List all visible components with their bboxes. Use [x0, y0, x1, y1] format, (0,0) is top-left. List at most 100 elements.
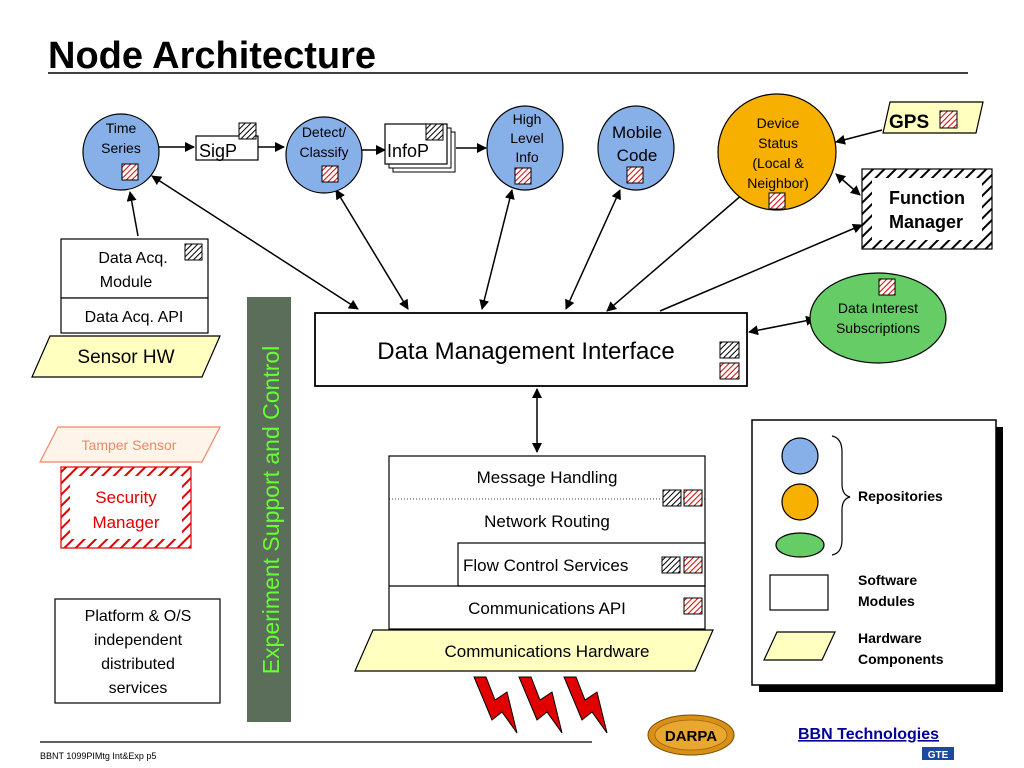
arrow-timeseries-dmi — [151, 175, 359, 310]
communications-hardware[interactable]: Communications Hardware — [354, 629, 714, 672]
arrow-mobile-dmi — [565, 189, 621, 310]
data-interest-label-1: Data Interest — [838, 300, 918, 316]
arrow-gps-device — [835, 129, 883, 145]
data-acq-api-module[interactable]: Data Acq. API — [60, 297, 209, 334]
data-interest-label-2: Subscriptions — [836, 320, 920, 336]
arrow-dataacq-timeseries — [126, 191, 139, 237]
detect-label-1: Detect/ — [302, 124, 346, 140]
gte-logo-text: GTE — [928, 750, 949, 761]
page-title: Node Architecture — [48, 35, 376, 77]
platform-services-box: Platform & O/S independent distributed s… — [54, 598, 221, 704]
legend-repositories-label: Repositories — [858, 488, 943, 504]
lightning-icon — [563, 676, 608, 734]
data-acq-module-label-1: Data Acq. — [98, 250, 167, 267]
message-handling-layer[interactable]: Message Handling — [477, 468, 703, 507]
experiment-support-bar: Experiment Support and Control — [247, 297, 291, 722]
legend-brace — [831, 435, 851, 556]
device-status-label-4: Neighbor) — [747, 175, 808, 191]
tamper-sensor-hardware[interactable]: Tamper Sensor — [39, 426, 221, 463]
mobile-code-repository[interactable]: Mobile Code — [597, 105, 675, 191]
hardware-hatch-icon — [662, 489, 682, 507]
infop-module[interactable]: InfoP — [384, 123, 456, 173]
platform-label-1: Platform & O/S — [85, 608, 192, 625]
legend-orange-repository-icon — [781, 483, 819, 521]
high-level-label-3: Info — [515, 149, 539, 165]
sensor-hw-hardware[interactable]: Sensor HW — [31, 335, 221, 378]
hardware-hatch-icon — [238, 122, 257, 140]
gps-label: GPS — [889, 112, 929, 133]
network-routing-label: Network Routing — [484, 512, 610, 531]
detect-classify-repository[interactable]: Detect/ Classify — [285, 116, 363, 194]
platform-label-3: distributed — [101, 656, 175, 673]
software-hatch-icon — [683, 556, 703, 574]
lightning-icon — [473, 676, 518, 734]
footer-slide-id: BBNT 1099PIMtg Int&Exp p5 — [40, 751, 156, 761]
legend-blue-repository-icon — [781, 437, 819, 475]
message-handling-label: Message Handling — [477, 468, 618, 487]
radio-lightning-bolts — [473, 676, 608, 734]
flow-control-label: Flow Control Services — [463, 556, 628, 575]
software-hatch-icon — [514, 167, 532, 185]
security-manager-label-1: Security — [95, 488, 157, 507]
function-manager-label-2: Manager — [889, 212, 963, 232]
communications-api-label: Communications API — [468, 599, 626, 618]
device-status-repository[interactable]: Device Status (Local & Neighbor) — [717, 93, 837, 211]
time-series-label-2: Series — [101, 140, 141, 156]
legend-panel: Repositories Software Modules Hardware C… — [751, 419, 1003, 692]
time-series-repository[interactable]: Time Series — [82, 113, 160, 191]
software-hatch-icon — [719, 362, 740, 380]
connectors — [126, 129, 883, 453]
legend-hardware-label-1: Hardware — [858, 630, 922, 646]
device-status-label-2: Status — [758, 135, 798, 151]
arrow-device-function — [835, 173, 861, 196]
arrow-highlevel-dmi — [479, 189, 515, 310]
hardware-hatch-icon — [661, 556, 681, 574]
arrow-function-dmi — [659, 223, 863, 312]
sigp-module[interactable]: SigP — [195, 122, 259, 161]
platform-label-2: independent — [94, 632, 183, 649]
communications-api-layer[interactable]: Communications API — [389, 585, 705, 618]
communications-hardware-label: Communications Hardware — [444, 642, 649, 661]
high-level-label-2: Level — [510, 130, 543, 146]
hardware-hatch-icon — [425, 123, 444, 141]
arrow-detect-dmi — [335, 189, 409, 310]
device-status-label-3: (Local & — [752, 155, 804, 171]
security-manager-module[interactable]: Security Manager — [60, 466, 192, 549]
arrow-device-dmi — [606, 187, 751, 312]
tamper-sensor-label: Tamper Sensor — [82, 437, 177, 453]
detect-label-2: Classify — [299, 144, 348, 160]
bbn-technologies-link[interactable]: BBN Technologies — [798, 726, 939, 743]
software-hatch-icon — [321, 165, 339, 183]
legend-hardware-icon — [763, 631, 836, 661]
legend-green-repository-icon — [775, 532, 825, 558]
dmi-label: Data Management Interface — [377, 338, 675, 365]
legend-hardware-label-2: Components — [858, 651, 944, 667]
arrow-dmi-interest — [748, 315, 816, 336]
software-hatch-icon — [683, 489, 703, 507]
high-level-label-1: High — [513, 111, 542, 127]
software-hatch-icon — [768, 192, 786, 210]
hardware-hatch-icon — [719, 341, 740, 359]
legend-software-label-2: Modules — [858, 593, 915, 609]
legend-software-icon — [769, 574, 829, 611]
software-hatch-icon — [939, 110, 958, 129]
darpa-logo-text: DARPA — [665, 728, 717, 745]
gps-hardware[interactable]: GPS — [882, 101, 984, 134]
communications-stack: Message Handling Network Routing Flow Co… — [388, 455, 706, 630]
data-interest-subscriptions-repository[interactable]: Data Interest Subscriptions — [809, 272, 947, 364]
data-management-interface[interactable]: Data Management Interface — [314, 312, 748, 387]
mobile-code-label-2: Code — [617, 146, 658, 165]
high-level-info-repository[interactable]: High Level Info — [486, 105, 564, 191]
darpa-logo: DARPA — [647, 714, 735, 756]
security-manager-label-2: Manager — [92, 513, 159, 532]
device-status-label-1: Device — [757, 115, 800, 131]
gte-logo: GTE — [922, 747, 954, 761]
function-manager-module[interactable]: Function Manager — [861, 168, 993, 250]
platform-label-4: services — [109, 680, 168, 697]
hardware-hatch-icon — [184, 243, 203, 261]
flow-control-layer[interactable]: Flow Control Services — [457, 542, 706, 587]
network-routing-layer[interactable]: Network Routing — [484, 512, 610, 531]
software-hatch-icon — [878, 278, 896, 296]
data-acq-api-label: Data Acq. API — [85, 309, 184, 326]
data-acq-module[interactable]: Data Acq. Module — [60, 238, 209, 299]
